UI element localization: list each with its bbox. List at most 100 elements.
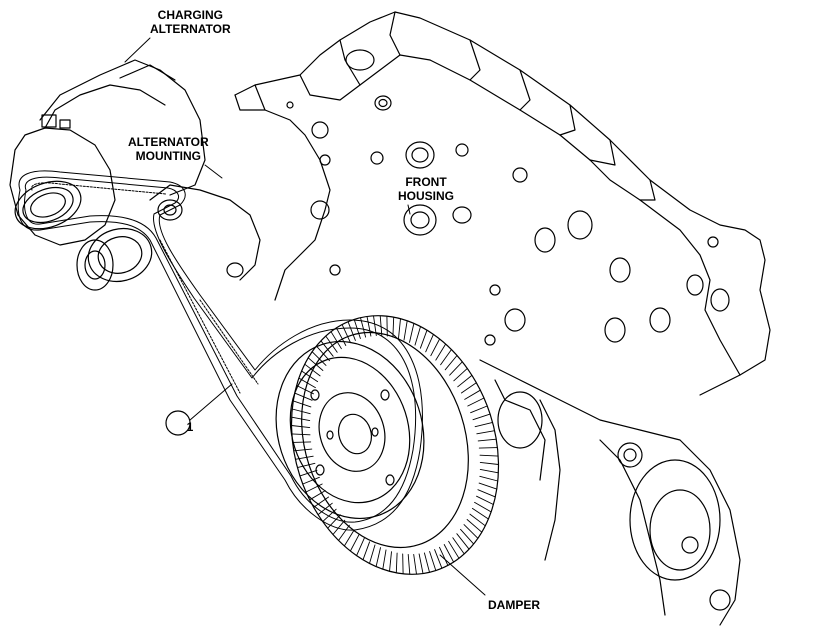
alternator-mounting-label-line1: ALTERNATOR	[128, 135, 209, 149]
damper-tooth	[307, 357, 324, 371]
damper-tooth	[301, 370, 319, 383]
damper-tooth	[327, 514, 341, 529]
damper-tooth	[449, 361, 463, 376]
damper-tooth	[335, 327, 347, 346]
damper-tooth	[419, 329, 428, 349]
damper-tooth	[311, 351, 327, 366]
front-housing-label-line1: FRONT	[405, 175, 447, 189]
damper-tooth	[366, 316, 372, 337]
damper-tooth	[369, 544, 376, 564]
damper-tooth	[467, 397, 485, 407]
damper-tooth	[444, 355, 458, 371]
damper-tooth	[456, 533, 470, 550]
damper-tooth	[309, 490, 326, 501]
damper-tooth	[413, 553, 417, 575]
damper-tooth	[332, 519, 346, 535]
damper-tooth	[298, 377, 316, 389]
damper-tooth	[325, 335, 338, 353]
damper-tooth	[294, 392, 313, 401]
damper-tooth	[407, 553, 411, 575]
damper-tooth	[469, 513, 486, 527]
damper-tooth	[460, 382, 477, 394]
front-housing-label: FRONT HOUSING	[398, 175, 454, 203]
callout-1	[165, 410, 191, 436]
damper-tooth	[434, 549, 443, 569]
damper-tooth	[439, 546, 449, 566]
damper-tooth	[425, 333, 434, 353]
damper-tooth	[317, 502, 333, 516]
serpentine-belt	[17, 170, 423, 531]
damper-tooth	[382, 549, 387, 570]
damper-tooth	[460, 528, 475, 545]
damper-tooth	[294, 455, 314, 460]
damper-tooth	[347, 321, 356, 341]
front-housing-drawing	[234, 11, 771, 626]
damper-tooth	[403, 320, 408, 341]
damper-tooth	[379, 315, 383, 337]
damper-teeth	[291, 315, 499, 575]
damper-tooth	[392, 316, 395, 338]
damper-tooth	[322, 508, 337, 523]
charging-alternator-label: CHARGING ALTERNATOR	[150, 8, 231, 36]
damper-tooth	[305, 483, 323, 493]
damper-tooth	[338, 524, 350, 541]
damper-tooth	[478, 482, 498, 490]
damper-tooth	[296, 385, 314, 395]
damper-tooth	[479, 468, 499, 474]
damper-tooth	[292, 400, 312, 408]
damper-tooth	[291, 425, 311, 429]
damper-tooth	[398, 318, 401, 339]
charging-alternator-label-line2: ALTERNATOR	[150, 22, 231, 36]
damper-tooth	[291, 416, 311, 422]
alternator-mounting-label-line2: MOUNTING	[135, 149, 201, 163]
damper-tooth	[435, 343, 447, 361]
damper-tooth	[479, 475, 499, 482]
damper-tooth	[430, 338, 441, 357]
damper-tooth	[296, 462, 316, 469]
damper-tooth	[362, 541, 371, 561]
damper-tooth	[476, 430, 496, 435]
damper-tooth	[341, 324, 351, 344]
damper-tooth	[452, 537, 465, 555]
leader-lines	[124, 37, 486, 596]
alternator-mounting-label: ALTERNATOR MOUNTING	[128, 135, 209, 163]
damper-tooth	[479, 454, 499, 457]
damper-tooth	[299, 469, 318, 477]
damper-tooth	[389, 551, 392, 572]
damper-tooth	[302, 476, 320, 485]
damper-tooth	[472, 413, 491, 421]
damper-tooth	[443, 544, 455, 563]
damper-tooth	[292, 441, 312, 443]
damper-tooth	[315, 345, 330, 362]
damper-tooth	[375, 547, 381, 568]
damper-tooth	[293, 448, 313, 452]
damper-tooth	[418, 553, 424, 574]
front-housing-label-line2: HOUSING	[398, 189, 455, 203]
damper-tooth	[440, 349, 452, 366]
damper-tooth	[448, 540, 460, 559]
damper-tooth	[466, 519, 483, 533]
damper-tooth	[343, 529, 355, 547]
damper-tooth	[476, 495, 494, 505]
damper-tooth	[470, 405, 488, 414]
damper-tooth	[474, 501, 492, 513]
damper-tooth	[291, 433, 311, 436]
damper-tooth	[423, 552, 430, 573]
damper-tooth	[313, 496, 330, 508]
damper-tooth	[356, 537, 365, 557]
damper-tooth	[373, 315, 377, 337]
damper-tooth	[349, 533, 360, 552]
callout-number: 1	[186, 420, 194, 434]
damper-tooth	[474, 421, 494, 428]
charging-alternator-drawing	[9, 59, 261, 291]
damper-tooth	[457, 374, 473, 388]
damper-tooth	[414, 326, 421, 346]
damper-tooth	[395, 552, 398, 574]
damper-tooth	[304, 363, 321, 377]
damper-label: DAMPER	[488, 598, 541, 612]
damper-tooth	[479, 461, 499, 465]
charging-alternator-label-line1: CHARGING	[157, 8, 223, 22]
damper-tooth	[453, 367, 468, 382]
